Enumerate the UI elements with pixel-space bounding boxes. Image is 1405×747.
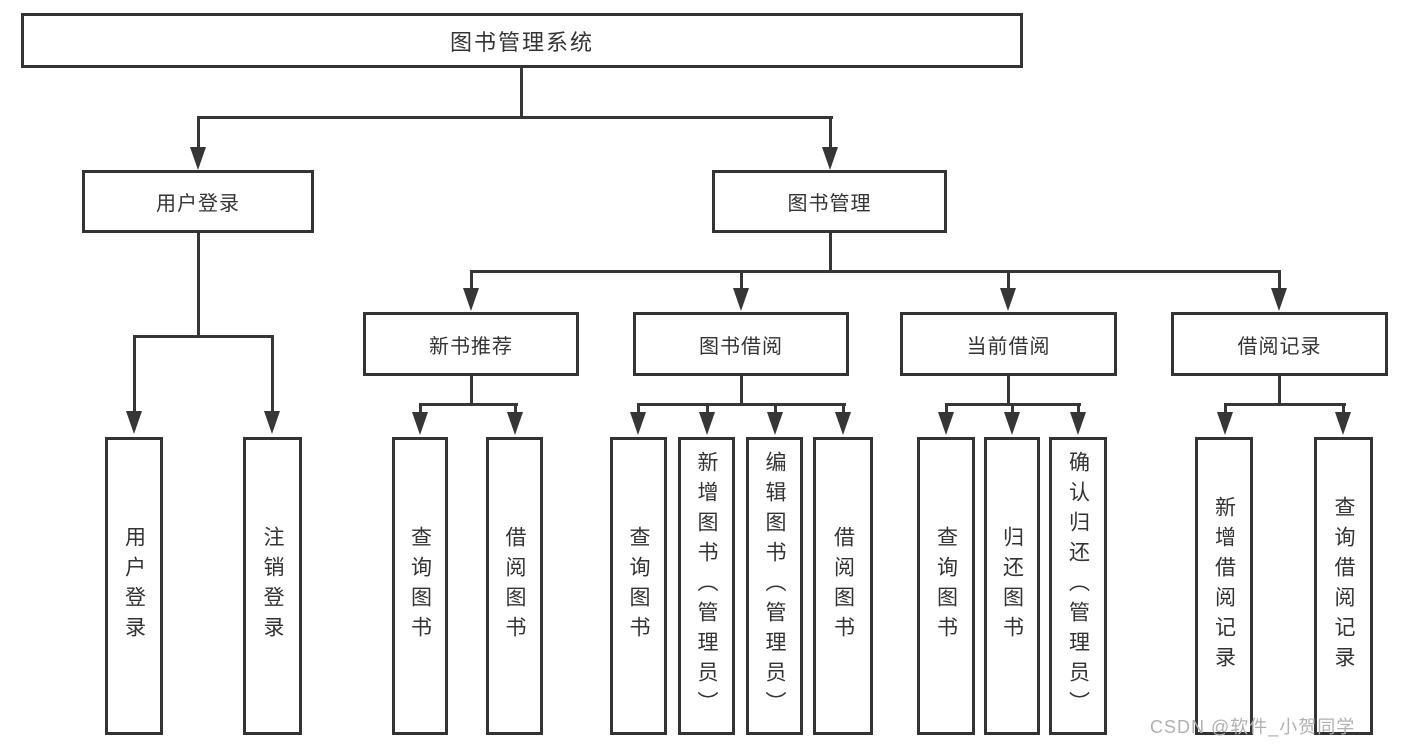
arrow-down-icon <box>630 412 646 435</box>
connector-hline <box>1224 403 1346 406</box>
connector-vline <box>1342 403 1345 415</box>
arrow-down-icon <box>463 288 479 311</box>
arrow-down-icon <box>126 411 142 434</box>
connector-hline <box>197 116 833 119</box>
connector-hline <box>637 403 846 406</box>
connector-vline <box>829 116 832 148</box>
connector-vline <box>197 233 200 337</box>
connector-vline <box>470 270 473 290</box>
leaf-query-books-current: 查询图书 <box>917 437 975 735</box>
leaf-confirm-return-admin: 确认归还（管理员） <box>1049 437 1107 735</box>
leaf-add-book-admin-label: 新增图书（管理员） <box>695 451 718 721</box>
connector-vline <box>1278 270 1281 290</box>
node-new-book-recommend: 新书推荐 <box>363 312 579 376</box>
connector-vline <box>197 116 200 148</box>
connector-vline <box>706 403 709 415</box>
connector-vline <box>829 233 832 273</box>
arrow-down-icon <box>822 147 838 170</box>
connector-hline <box>419 403 518 406</box>
connector-vline <box>1007 270 1010 290</box>
connector-hline <box>133 335 274 338</box>
connector-vline <box>1278 376 1281 406</box>
connector-vline <box>133 335 136 413</box>
node-current-borrow-label: 当前借阅 <box>966 335 1051 358</box>
leaf-add-borrow-record: 新增借阅记录 <box>1195 437 1253 735</box>
arrow-down-icon <box>835 412 851 435</box>
arrow-down-icon <box>1004 412 1020 435</box>
arrow-down-icon <box>767 412 783 435</box>
connector-vline <box>271 335 274 413</box>
arrow-down-icon <box>699 412 715 435</box>
leaf-add-borrow-record-label: 新增借阅记录 <box>1212 496 1236 676</box>
connector-vline <box>1077 403 1080 415</box>
node-user-login-label: 用户登录 <box>156 193 240 215</box>
node-book-borrow: 图书借阅 <box>633 312 849 376</box>
leaf-query-borrow-record: 查询借阅记录 <box>1314 437 1373 735</box>
connector-vline <box>740 270 743 290</box>
connector-vline <box>1007 376 1010 406</box>
leaf-logout: 注销登录 <box>243 437 302 735</box>
arrow-down-icon <box>938 412 954 435</box>
arrow-down-icon <box>1271 288 1287 311</box>
leaf-confirm-return-admin-label: 确认归还（管理员） <box>1066 451 1090 721</box>
leaf-return-book-label: 归还图书 <box>1000 526 1024 646</box>
connector-vline <box>740 376 743 406</box>
leaf-query-books-current-label: 查询图书 <box>934 526 958 646</box>
arrow-down-icon <box>1217 412 1233 435</box>
arrow-down-icon <box>1000 288 1016 311</box>
node-book-management-label: 图书管理 <box>787 193 872 215</box>
leaf-edit-book-admin-label: 编辑图书（管理员） <box>763 451 786 721</box>
connector-vline <box>1224 403 1227 415</box>
node-new-book-recommend-label: 新书推荐 <box>429 335 513 358</box>
arrow-down-icon <box>733 288 749 311</box>
node-book-borrow-label: 图书借阅 <box>699 335 783 358</box>
arrow-down-icon <box>507 412 523 435</box>
arrow-down-icon <box>1335 412 1351 435</box>
connector-vline <box>520 68 523 118</box>
csdn-watermark: CSDN @软件_小贺同学 <box>1150 717 1356 737</box>
node-library-system-label: 图书管理系统 <box>449 29 594 55</box>
leaf-borrow-books-recommend-label: 借阅图书 <box>503 526 526 646</box>
leaf-borrow-books-2-label: 借阅图书 <box>831 526 855 646</box>
connector-vline <box>470 376 473 406</box>
leaf-borrow-books-recommend: 借阅图书 <box>486 437 543 735</box>
leaf-borrow-books-2: 借阅图书 <box>813 437 873 735</box>
leaf-query-books-borrow-label: 查询图书 <box>627 526 650 646</box>
connector-hline <box>470 270 1281 273</box>
connector-vline <box>842 403 845 415</box>
arrow-down-icon <box>190 147 206 170</box>
leaf-query-books-recommend-label: 查询图书 <box>408 526 432 646</box>
leaf-logout-label: 注销登录 <box>261 526 284 646</box>
node-book-management: 图书管理 <box>712 170 947 233</box>
node-user-login: 用户登录 <box>82 170 314 233</box>
connector-vline <box>774 403 777 415</box>
connector-vline <box>637 403 640 415</box>
node-borrow-records: 借阅记录 <box>1171 312 1388 376</box>
connector-vline <box>1011 403 1014 415</box>
arrow-down-icon <box>1070 412 1086 435</box>
arrow-down-icon <box>264 411 280 434</box>
leaf-add-book-admin: 新增图书（管理员） <box>678 437 735 735</box>
leaf-edit-book-admin: 编辑图书（管理员） <box>746 437 803 735</box>
connector-vline <box>945 403 948 415</box>
leaf-query-books-recommend: 查询图书 <box>392 437 448 735</box>
leaf-return-book: 归还图书 <box>984 437 1040 735</box>
leaf-query-books-borrow: 查询图书 <box>610 437 667 735</box>
arrow-down-icon <box>412 412 428 435</box>
node-borrow-records-label: 借阅记录 <box>1237 335 1322 358</box>
leaf-user-login-label: 用户登录 <box>122 526 146 646</box>
connector-vline <box>419 403 422 415</box>
leaf-query-borrow-record-label: 查询借阅记录 <box>1332 496 1355 676</box>
connector-vline <box>514 403 517 415</box>
node-library-system: 图书管理系统 <box>21 13 1023 68</box>
leaf-user-login: 用户登录 <box>105 437 163 735</box>
node-current-borrow: 当前借阅 <box>900 312 1117 376</box>
